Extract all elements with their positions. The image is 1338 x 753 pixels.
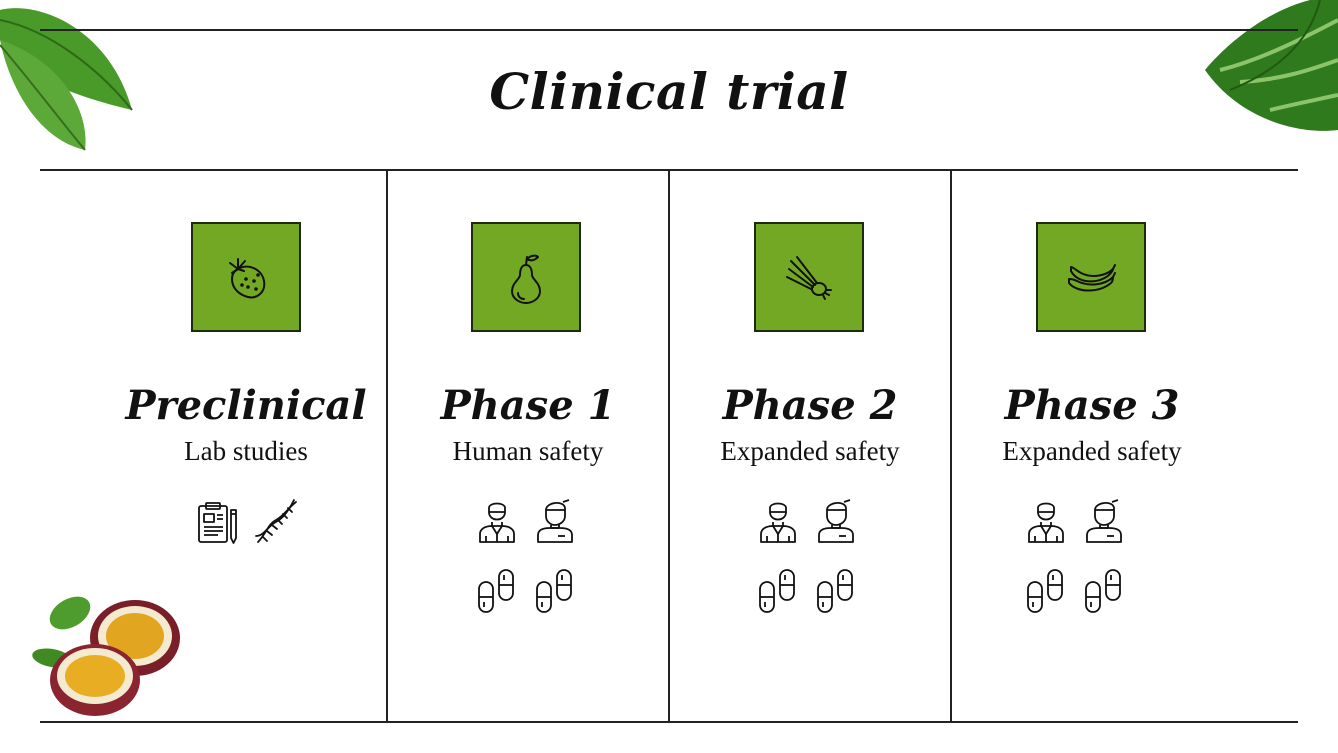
pear-icon xyxy=(511,254,541,304)
stage-heading: Phase 1 xyxy=(440,382,616,429)
pills-icon xyxy=(1027,569,1063,613)
passion-fruit-decoration xyxy=(32,596,180,716)
patient-icon xyxy=(1086,499,1122,543)
stage-subtitle: Expanded safety xyxy=(720,436,900,466)
column-divider xyxy=(950,170,952,722)
pills-icon xyxy=(759,569,795,613)
patient-icon xyxy=(537,499,573,543)
stage-column-phase-1: Phase 1 Human safety xyxy=(388,170,668,722)
stage-subtitle: Lab studies xyxy=(184,436,308,466)
stage-subtitle: Human safety xyxy=(452,436,604,466)
page-title: Clinical trial xyxy=(489,62,849,121)
dna-icon xyxy=(255,499,297,543)
pills-icon xyxy=(1085,569,1121,613)
stage-heading: Preclinical xyxy=(125,382,367,429)
clipboard-icon xyxy=(198,502,237,544)
stage-tile xyxy=(754,222,864,332)
strawberry-icon xyxy=(229,258,266,299)
column-divider xyxy=(668,170,670,722)
doctor-icon xyxy=(760,502,796,543)
doctor-icon xyxy=(479,502,515,543)
banana-icon xyxy=(1068,264,1116,292)
stage-column-phase-2: Phase 2 Expanded safety xyxy=(670,170,950,722)
patient-icon xyxy=(818,499,854,543)
column-divider xyxy=(386,170,388,722)
bottom-border xyxy=(40,721,1298,723)
pills-icon xyxy=(478,569,514,613)
leaf-top-left-decoration xyxy=(0,8,133,151)
top-border xyxy=(40,29,1298,31)
stage-column-preclinical: Preclinical Lab studies xyxy=(96,170,396,722)
stage-tile xyxy=(1036,222,1146,332)
stage-tile xyxy=(471,222,581,332)
pills-icon xyxy=(536,569,572,613)
stage-subtitle: Expanded safety xyxy=(1002,436,1182,466)
stage-column-phase-3: Phase 3 Expanded safety xyxy=(952,170,1232,722)
green-onion-icon xyxy=(786,256,832,300)
monstera-leaf-top-right-decoration xyxy=(1205,0,1338,131)
stage-heading: Phase 3 xyxy=(1004,382,1180,429)
doctor-icon xyxy=(1028,502,1064,543)
pills-icon xyxy=(817,569,853,613)
stage-tile xyxy=(191,222,301,332)
stage-heading: Phase 2 xyxy=(722,382,898,429)
